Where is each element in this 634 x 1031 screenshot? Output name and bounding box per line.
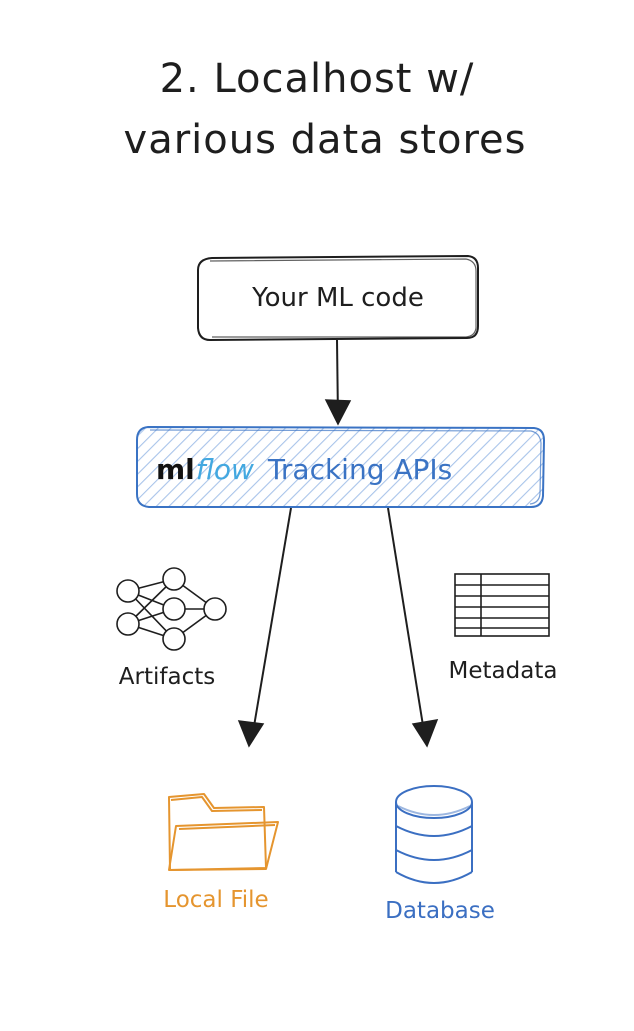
tracking-api-label: mlflow Tracking APIs bbox=[156, 453, 452, 486]
neural-network-icon bbox=[116, 567, 227, 651]
arrow-api-to-database bbox=[387, 507, 439, 748]
ml-code-label: Your ML code bbox=[251, 283, 424, 313]
local-file-label: Local File bbox=[163, 887, 268, 913]
table-icon bbox=[454, 573, 550, 637]
database-icon bbox=[395, 785, 473, 884]
title-line-2: various data stores bbox=[124, 117, 527, 163]
artifacts-label: Artifacts bbox=[119, 664, 215, 690]
metadata-label: Metadata bbox=[449, 658, 558, 684]
arrow-api-to-local-file bbox=[237, 507, 292, 748]
folder-icon bbox=[168, 793, 279, 871]
database-label: Database bbox=[385, 898, 495, 924]
brand-flow: flow bbox=[196, 453, 254, 486]
tracking-apis-text: Tracking APIs bbox=[267, 453, 452, 486]
brand-ml: ml bbox=[156, 453, 195, 486]
ml-code-node: Your ML code bbox=[197, 254, 479, 342]
tracking-api-node: mlflow Tracking APIs bbox=[136, 425, 546, 508]
arrow-code-to-api bbox=[324, 339, 352, 426]
title-line-1: 2. Localhost w/ bbox=[160, 56, 475, 102]
